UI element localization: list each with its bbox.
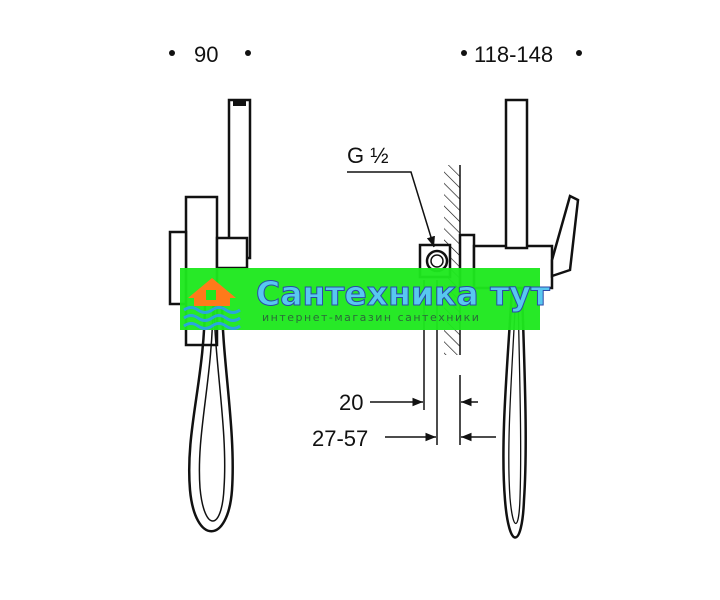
- right-width-label: 118-148: [474, 42, 553, 67]
- handle-lever: [550, 194, 580, 278]
- dimension-dot-icon: [461, 50, 467, 56]
- watermark-banner: Сантехника тут интернет-магазин сантехни…: [180, 268, 550, 330]
- dimension-dot-icon: [169, 50, 175, 56]
- holder-arm-front: [215, 236, 249, 270]
- right-width-dimension: 118-148: [461, 42, 582, 67]
- waves-icon: [183, 306, 241, 330]
- wall-gap-label: 20: [339, 390, 363, 415]
- hand-shower-tip: [233, 100, 246, 106]
- dimension-dot-icon: [245, 50, 251, 56]
- watermark-subtitle: интернет-магазин сантехники: [262, 311, 480, 324]
- hand-shower-side: [504, 98, 529, 250]
- thread-label: G ½: [347, 143, 389, 168]
- hose-side: [502, 287, 527, 539]
- projection-label: 27-57: [312, 426, 368, 451]
- hand-shower-front: [227, 98, 252, 260]
- left-width-dimension: 90: [169, 42, 251, 67]
- left-width-label: 90: [194, 42, 218, 67]
- thread-leader: [347, 171, 435, 248]
- hose-front: [188, 299, 234, 533]
- dimension-dot-icon: [576, 50, 582, 56]
- house-logo-icon: [188, 278, 236, 306]
- watermark-title: Сантехника тут: [256, 274, 550, 313]
- thread-callout: G ½: [347, 143, 435, 248]
